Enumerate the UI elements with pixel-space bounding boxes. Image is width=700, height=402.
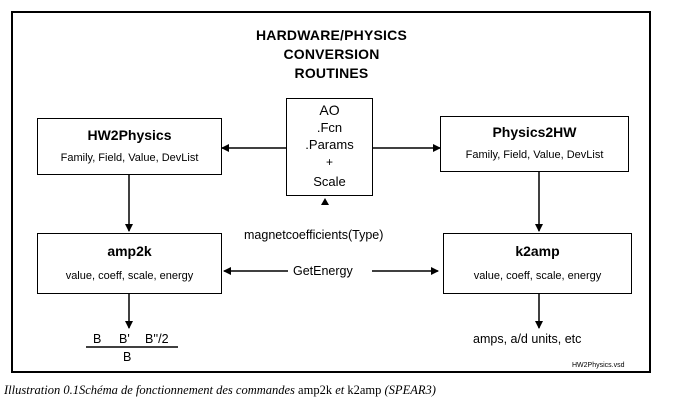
diagram-title-line-3: ROUTINES: [294, 65, 369, 81]
ao-line-ao: AO: [319, 102, 340, 118]
caption-cmd-amp2k: amp2k: [298, 383, 333, 397]
physics2hw-params: Family, Field, Value, DevList: [465, 149, 604, 161]
getenergy-label: GetEnergy: [293, 264, 353, 278]
ao-line-plus: +: [325, 155, 333, 169]
physics2hw-box: Physics2HW Family, Field, Value, DevList: [440, 116, 629, 172]
amp2k-box: amp2k value, coeff, scale, energy: [37, 233, 222, 294]
caption-prefix: Illustration 0.1Schéma de fonctionnement…: [4, 383, 299, 397]
k2amp-title: k2amp: [515, 243, 560, 259]
arrow-magnetcoeff-up: [321, 198, 329, 205]
amps-output-label: amps, a/d units, etc: [473, 332, 582, 346]
caption-suffix: (SPEAR3): [381, 383, 436, 397]
k2amp-params: value, coeff, scale, energy: [473, 270, 602, 282]
file-tag: HW2Physics.vsd: [572, 362, 625, 369]
b-output-term-bprime: B': [119, 332, 130, 346]
magnetcoefficients-label: magnetcoefficients(Type): [244, 228, 384, 242]
figure-caption: Illustration 0.1Schéma de fonctionnement…: [4, 383, 436, 398]
amp2k-title: amp2k: [107, 243, 152, 259]
caption-cmd-k2amp: k2amp: [347, 383, 382, 397]
diagram-title-line-1: HARDWARE/PHYSICS: [256, 27, 407, 43]
caption-middle: et: [332, 383, 348, 397]
ao-line-params: .Params: [305, 137, 354, 152]
hw2physics-params: Family, Field, Value, DevList: [60, 152, 199, 164]
b-output-term-bdoubleprime: B''/2: [145, 332, 169, 346]
amp2k-params: value, coeff, scale, energy: [65, 270, 194, 282]
diagram-title-line-2: CONVERSION: [283, 46, 380, 62]
b-output-term-b: B: [93, 332, 102, 346]
k2amp-box: k2amp value, coeff, scale, energy: [443, 233, 632, 294]
ao-box: AO .Fcn .Params + Scale: [286, 98, 373, 196]
diagram-frame: [11, 11, 651, 373]
physics2hw-title: Physics2HW: [492, 124, 577, 140]
hw2physics-title: HW2Physics: [87, 127, 172, 143]
ao-line-fcn: .Fcn: [316, 120, 343, 135]
hw2physics-box: HW2Physics Family, Field, Value, DevList: [37, 118, 222, 175]
ao-line-scale: Scale: [313, 174, 346, 189]
b-output-denominator: B: [123, 350, 132, 364]
